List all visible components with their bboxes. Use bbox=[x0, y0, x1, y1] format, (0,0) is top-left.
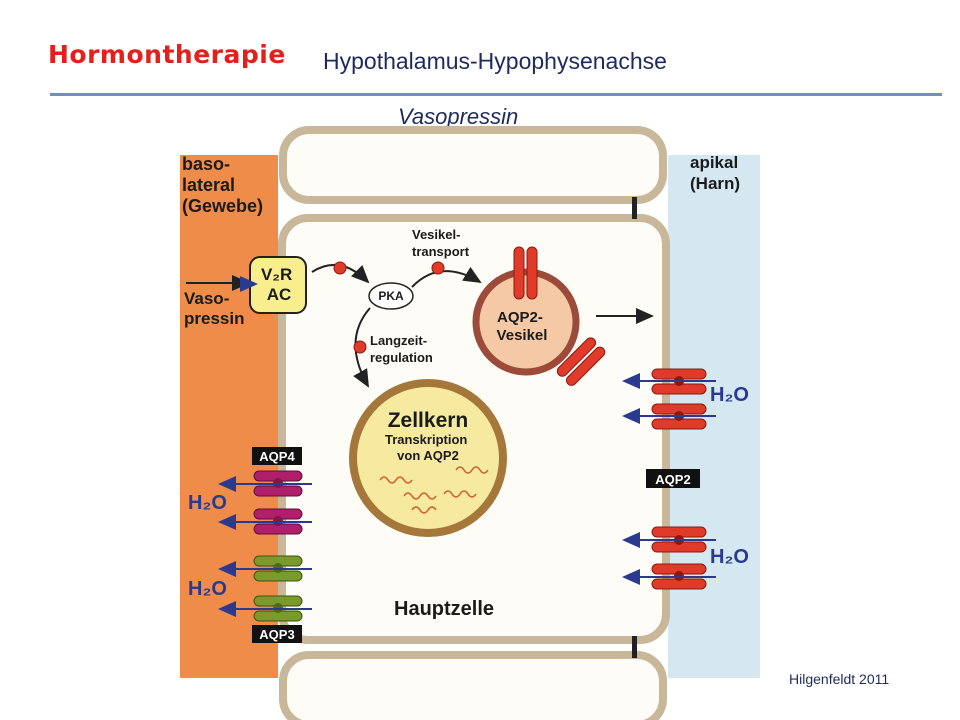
aqp2-membrane-channel bbox=[651, 563, 707, 590]
nucleus-text: Transkription von AQP2 bbox=[385, 432, 471, 463]
aqp2-channel bbox=[556, 337, 597, 377]
pka-label: PKA bbox=[378, 289, 404, 303]
dna-strand-icon bbox=[455, 466, 489, 474]
credit-footer: Hilgenfeldt 2011 bbox=[789, 671, 890, 687]
tight-junction-top bbox=[632, 197, 637, 219]
aqp3-channel bbox=[253, 595, 303, 622]
aqp2-label: AQP2 bbox=[655, 472, 690, 487]
receptor-binding-icon bbox=[240, 276, 258, 292]
aqp2-channel bbox=[513, 246, 525, 300]
plus-icon bbox=[431, 261, 445, 275]
vesicle-transport-label: Vesikel- transport bbox=[412, 227, 470, 259]
title-divider bbox=[50, 93, 942, 96]
topic-heading: Vasopressin bbox=[398, 104, 519, 129]
basolateral-space bbox=[180, 155, 278, 678]
receptor-label: V₂R AC bbox=[261, 265, 297, 304]
long-term-label: Langzeit- regulation bbox=[370, 333, 433, 365]
aqp4-channel bbox=[253, 470, 303, 497]
aqp2-channel bbox=[566, 346, 606, 386]
water-label: H₂O bbox=[710, 546, 749, 568]
apical-label: apikal (Harn) bbox=[690, 153, 743, 193]
tight-junction-bottom bbox=[632, 636, 637, 658]
aqp2-label-box bbox=[646, 469, 700, 488]
vasopressin-label: Vaso- pressin bbox=[184, 289, 244, 328]
dna-strand-icon bbox=[411, 506, 437, 514]
aqp3-label-box bbox=[252, 625, 302, 643]
water-label: H₂O bbox=[188, 492, 227, 514]
plus-icon bbox=[333, 261, 347, 275]
upper-neighbor-cell bbox=[279, 126, 667, 204]
aqp3-label: AQP3 bbox=[259, 627, 294, 642]
aqp2-vesicle-label: AQP2- Vesikel bbox=[497, 309, 548, 344]
aqp3-channel bbox=[253, 555, 303, 582]
lower-neighbor-cell bbox=[279, 651, 667, 720]
nucleus-title: Zellkern bbox=[388, 409, 469, 432]
water-label: H₂O bbox=[710, 384, 749, 406]
aqp2-vesicle bbox=[472, 268, 580, 376]
dna-strand-icon bbox=[443, 490, 477, 498]
plus-icon bbox=[353, 340, 367, 354]
aqp4-label-box bbox=[252, 447, 302, 465]
nucleus bbox=[349, 379, 507, 537]
slide-title: Hormontherapie bbox=[48, 40, 286, 69]
pka-node bbox=[368, 282, 414, 310]
aqp4-label: AQP4 bbox=[259, 449, 295, 464]
aqp4-channel bbox=[253, 508, 303, 535]
principal-cell-label: Hauptzelle bbox=[394, 598, 494, 620]
basolateral-label: baso- lateral (Gewebe) bbox=[182, 154, 263, 216]
water-label: H₂O bbox=[188, 578, 227, 600]
aqp2-channel bbox=[526, 246, 538, 300]
slide-subtitle: Hypothalamus-Hypophysenachse bbox=[323, 48, 667, 74]
aqp2-membrane-channel bbox=[651, 368, 707, 395]
dna-strand-icon bbox=[379, 476, 413, 484]
dna-strand-icon bbox=[403, 492, 437, 500]
